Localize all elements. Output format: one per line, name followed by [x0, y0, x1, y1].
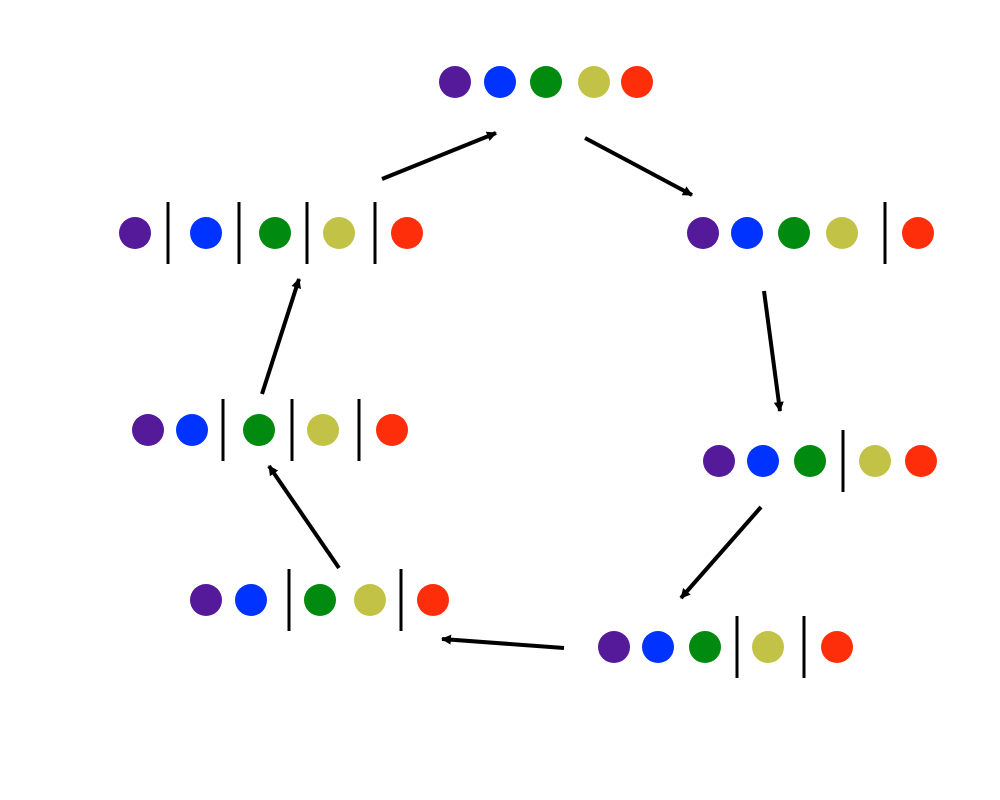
blue-dot: [642, 631, 674, 663]
arrow-state-top-to-state-right-upper: [584, 136, 693, 197]
blue-dot: [731, 217, 763, 249]
blue-dot: [176, 414, 208, 446]
arrow-state-bottom-right-to-state-bottom-left: [441, 634, 565, 650]
green-dot: [778, 217, 810, 249]
arrow-state-left-upper-to-state-top: [381, 131, 497, 181]
state-rows: [119, 66, 937, 678]
green-dot: [530, 66, 562, 98]
state-bottom-left: [190, 569, 449, 631]
red-dot: [902, 217, 934, 249]
green-dot: [304, 584, 336, 616]
purple-dot: [190, 584, 222, 616]
green-dot: [689, 631, 721, 663]
olive-dot: [859, 445, 891, 477]
green-dot: [243, 414, 275, 446]
arrow-state-right-upper-to-state-right-lower: [762, 290, 784, 412]
red-dot: [417, 584, 449, 616]
purple-dot: [119, 217, 151, 249]
olive-dot: [826, 217, 858, 249]
state-top: [439, 66, 653, 98]
red-dot: [391, 217, 423, 249]
olive-dot: [752, 631, 784, 663]
state-left-lower: [132, 399, 408, 461]
purple-dot: [703, 445, 735, 477]
state-right-upper: [687, 202, 934, 264]
blue-dot: [190, 217, 222, 249]
blue-dot: [235, 584, 267, 616]
green-dot: [794, 445, 826, 477]
red-dot: [621, 66, 653, 98]
red-dot: [905, 445, 937, 477]
olive-dot: [307, 414, 339, 446]
olive-dot: [323, 217, 355, 249]
blue-dot: [747, 445, 779, 477]
arrow-state-bottom-left-to-state-left-lower: [267, 464, 341, 570]
green-dot: [259, 217, 291, 249]
state-left-upper: [119, 202, 423, 264]
olive-dot: [354, 584, 386, 616]
state-bottom-right: [598, 616, 853, 678]
purple-dot: [132, 414, 164, 446]
purple-dot: [598, 631, 630, 663]
olive-dot: [578, 66, 610, 98]
arrow-state-right-lower-to-state-bottom-right: [679, 505, 763, 600]
transition-arrows: [260, 131, 784, 650]
blue-dot: [484, 66, 516, 98]
purple-dot: [439, 66, 471, 98]
purple-dot: [687, 217, 719, 249]
state-right-lower: [703, 430, 937, 492]
red-dot: [376, 414, 408, 446]
arrow-state-left-lower-to-state-left-upper: [260, 278, 302, 395]
red-dot: [821, 631, 853, 663]
